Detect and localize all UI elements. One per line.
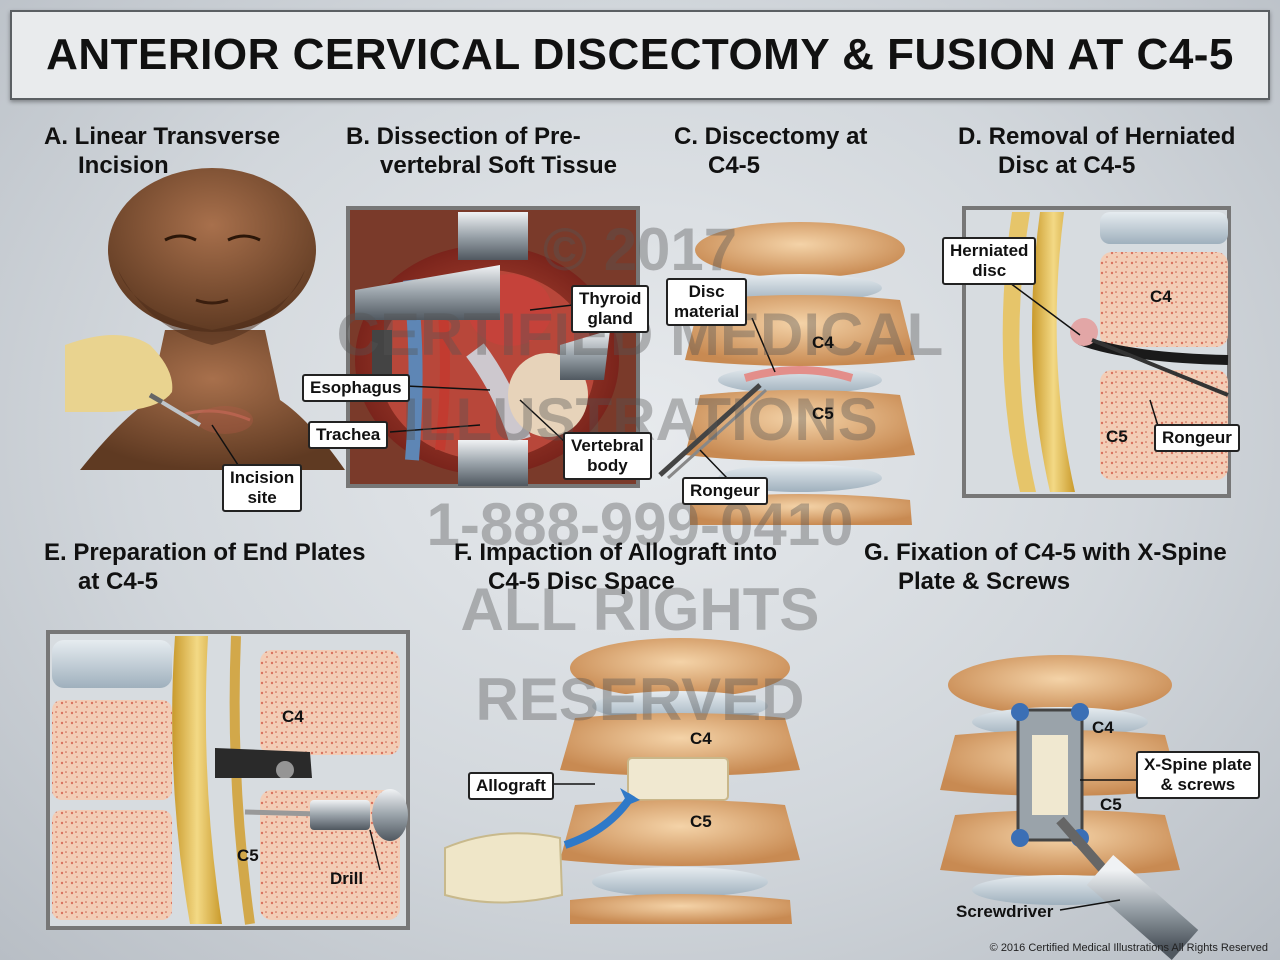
step-g-heading: G. Fixation of C4-5 with X-Spine Plate &… [864, 539, 1227, 595]
title-bar: ANTERIOR CERVICAL DISCECTOMY & FUSION AT… [10, 10, 1270, 100]
label-xspine-plate: X-Spine plate & screws [1136, 751, 1260, 799]
label-e-c4: C4 [282, 707, 304, 726]
copyright-notice: © 2016 Certified Medical Illustrations A… [989, 942, 1268, 954]
label-thyroid-gland: Thyroid gland [571, 285, 650, 333]
panel-a-head [65, 168, 345, 470]
step-f-heading: F. Impaction of Allograft into C4-5 Disc… [454, 539, 778, 595]
panel-f-vertebrae [444, 638, 800, 924]
page-title: ANTERIOR CERVICAL DISCECTOMY & FUSION AT… [46, 30, 1234, 79]
panel-g-vertebrae [940, 655, 1199, 960]
label-trachea: Trachea [308, 421, 389, 449]
label-c-c5: C5 [812, 404, 834, 423]
watermark-line-5: ALL RIGHTS [460, 576, 820, 643]
label-herniated-disc: Herniated disc [942, 237, 1037, 285]
step-b-heading: B. Dissection of Pre- vertebral Soft Tis… [346, 123, 617, 179]
label-vertebral-body: Vertebral body [563, 432, 652, 480]
label-screwdriver: Screwdriver [956, 902, 1054, 921]
watermark-line-6: RESERVED [475, 666, 805, 733]
panel-e-lateral-spine [46, 630, 410, 930]
label-d-rongeur: Rongeur [1154, 424, 1240, 452]
label-d-c4: C4 [1150, 287, 1172, 306]
panel-c-vertebrae [658, 222, 915, 525]
watermark-line-4: 1-888-999-0410 [426, 491, 854, 558]
label-f-c4: C4 [690, 729, 712, 748]
label-c-rongeur: Rongeur [682, 477, 768, 505]
label-g-c4: C4 [1092, 718, 1114, 737]
label-allograft: Allograft [468, 772, 554, 800]
leader-lines [211, 282, 1159, 911]
label-disc-material: Disc material [666, 278, 748, 326]
label-d-c5: C5 [1106, 427, 1128, 446]
step-a-heading: A. Linear Transverse Incision [44, 123, 281, 179]
label-e-c5: C5 [237, 846, 259, 865]
label-drill: Drill [330, 869, 364, 888]
label-incision-site: Incision site [222, 464, 303, 512]
watermark-line-1: © 2017 [542, 216, 738, 283]
step-c-heading: C. Discectomy at C4-5 [674, 123, 868, 179]
panel-b-surgical-field [346, 206, 640, 488]
step-e-heading: E. Preparation of End Plates at C4-5 [44, 539, 366, 595]
step-d-heading: D. Removal of Herniated Disc at C4-5 [958, 123, 1236, 179]
label-f-c5: C5 [690, 812, 712, 831]
label-c-c4: C4 [812, 333, 834, 352]
label-esophagus: Esophagus [302, 374, 410, 402]
label-g-c5: C5 [1100, 795, 1122, 814]
